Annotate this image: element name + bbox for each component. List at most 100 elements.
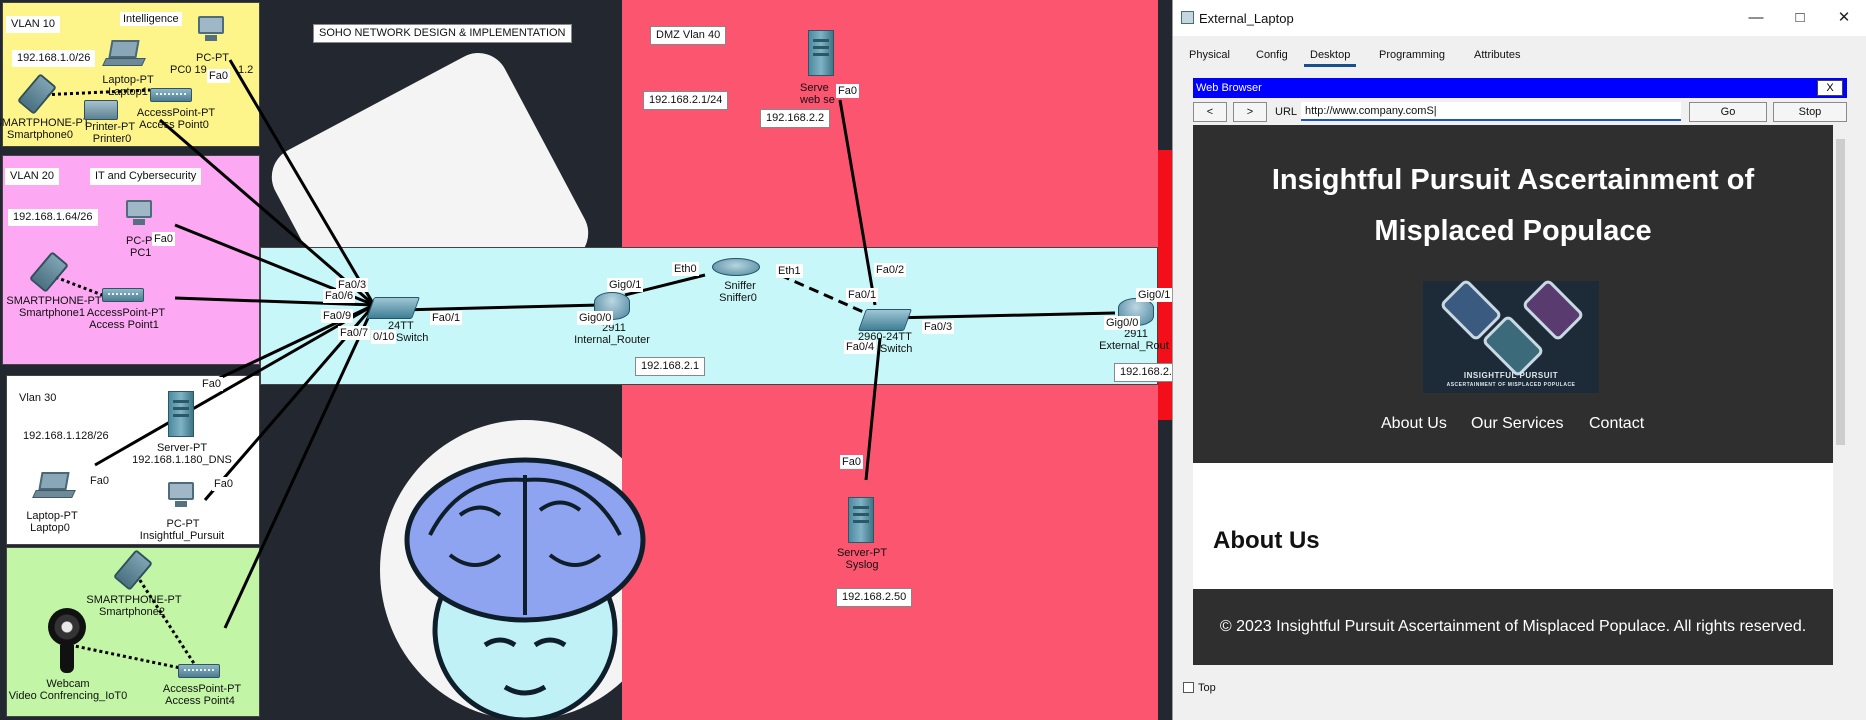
pc-pt-top-label: PC-PT: [196, 52, 229, 64]
scrollbar-thumb[interactable]: [1836, 139, 1845, 445]
right-switch-name: Switch: [880, 343, 913, 355]
server-dns-port: Fa0: [200, 377, 223, 391]
laptop0-port: Fa0: [88, 474, 111, 488]
web-browser-title: Web Browser: [1196, 82, 1262, 94]
top-checkbox-label: Top: [1198, 682, 1216, 694]
internal-router-name: Internal_Router: [574, 334, 650, 346]
page-heading-line2: Misplaced Populace: [1374, 215, 1652, 247]
right-switch-device[interactable]: [857, 309, 913, 331]
port-ext-gig0-1: Gig0/1: [1136, 288, 1173, 302]
laptop1-device[interactable]: [102, 40, 146, 68]
ap0-device[interactable]: [150, 88, 192, 102]
window-title: External_Laptop: [1199, 11, 1294, 26]
server-dns-name: 192.168.1.180_DNS: [132, 454, 232, 466]
company-logo: INSIGHTFUL PURSUIT ASCERTAINMENT OF MISP…: [1423, 278, 1599, 393]
syslog-port: Fa0: [840, 455, 863, 469]
port-fa0-7: Fa0/7: [338, 326, 371, 340]
pc1-device[interactable]: [124, 200, 154, 226]
dmz-label: DMZ Vlan 40: [650, 26, 727, 45]
brain-illustration: [404, 457, 646, 720]
vlan20-dept-label: IT and Cybersecurity: [90, 168, 202, 185]
printer0-device[interactable]: [84, 100, 118, 120]
smartphone0-name: Smartphone0: [6, 129, 74, 141]
port-gig0-1: Gig0/1: [607, 278, 644, 292]
go-button[interactable]: Go: [1689, 102, 1767, 122]
browser-close-button[interactable]: X: [1817, 80, 1843, 96]
left-switch-device[interactable]: [365, 297, 421, 319]
web-server-type: Serve: [800, 82, 829, 94]
pc-insightful-device[interactable]: [166, 482, 196, 508]
vlan10-dept-label: Intelligence: [120, 12, 182, 26]
web-server-port: Fa0: [836, 84, 859, 98]
web-browser-titlebar: Web Browser X: [1193, 78, 1847, 98]
web-server-device[interactable]: [808, 30, 834, 76]
tab-programming[interactable]: Programming: [1379, 49, 1446, 61]
pc0-label: PC0 19: [170, 64, 207, 76]
internal-router-ip: 192.168.2.1: [635, 357, 706, 376]
webcam-device[interactable]: [48, 608, 86, 646]
external-router-name: External_Rout: [1099, 340, 1169, 352]
diagram-title: SOHO NETWORK DESIGN & IMPLEMENTATION: [313, 24, 572, 43]
printer0-type: Printer-PT: [84, 121, 136, 133]
laptop1-name: Laptop1: [108, 86, 148, 98]
port-ext-gig0-0: Gig0/0: [1104, 316, 1141, 330]
browser-viewport[interactable]: Insightful Pursuit Ascertainment of Misp…: [1193, 125, 1833, 665]
tab-attributes[interactable]: Attributes: [1474, 49, 1521, 61]
webcam-type: Webcam: [46, 678, 90, 690]
sniffer-device[interactable]: [712, 258, 760, 276]
laptop0-device[interactable]: [32, 472, 76, 500]
nav-contact[interactable]: Contact: [1589, 415, 1645, 432]
port-fa0-10: 0/10: [371, 330, 397, 344]
syslog-server-device[interactable]: [848, 497, 874, 543]
tab-config[interactable]: Config: [1256, 49, 1288, 61]
laptop1-type: Laptop-PT: [102, 74, 154, 86]
page-heading-line1: Insightful Pursuit Ascertainment of: [1271, 164, 1755, 196]
nav-about-us[interactable]: About Us: [1381, 415, 1447, 432]
web-server-ip: 192.168.2.2: [760, 109, 831, 128]
sniffer-name: Sniffer0: [719, 292, 757, 304]
browser-scrollbar[interactable]: [1833, 125, 1847, 665]
port-eth1: Eth1: [776, 264, 803, 278]
url-input[interactable]: http://www.company.comS|: [1301, 102, 1681, 121]
smartphone1-type: SMARTPHONE-PT: [6, 295, 102, 307]
ap1-device[interactable]: [102, 288, 144, 302]
forward-button[interactable]: >: [1233, 102, 1267, 122]
server-dns-device[interactable]: [168, 391, 194, 437]
port-left-switch-fa0-1: Fa0/1: [430, 311, 463, 325]
url-label: URL: [1275, 106, 1298, 118]
internal-router-model: 2911: [602, 322, 626, 334]
nav-our-services[interactable]: Our Services: [1471, 415, 1564, 432]
page-heading: Insightful Pursuit Ascertainment of Misp…: [1193, 155, 1833, 257]
port-eth0: Eth0: [672, 262, 699, 276]
left-switch-name: Switch: [396, 332, 429, 344]
vlan20-label: VLAN 20: [5, 168, 60, 185]
pc-insightful-port: Fa0: [212, 477, 235, 491]
external-router-model: 2911: [1124, 328, 1148, 340]
window-titlebar[interactable]: External_Laptop — □ ✕: [1173, 0, 1866, 36]
back-button[interactable]: <: [1193, 102, 1227, 122]
port-fa0-3-right: Fa0/3: [922, 320, 955, 334]
port-gig0-0: Gig0/0: [577, 311, 614, 325]
pc-pt-top-device[interactable]: [196, 16, 226, 42]
tab-desktop[interactable]: Desktop: [1304, 46, 1357, 67]
pc0-ip-tail: 1.2: [238, 64, 254, 76]
left-switch-model: 24TT: [388, 320, 414, 332]
ap4-device[interactable]: [178, 664, 220, 678]
ap1-type: AccessPoint-PT: [86, 307, 166, 319]
logo-text: INSIGHTFUL PURSUIT: [1463, 371, 1559, 380]
tab-physical[interactable]: Physical: [1189, 49, 1230, 61]
top-checkbox[interactable]: [1183, 682, 1194, 693]
minimize-icon[interactable]: —: [1748, 9, 1764, 26]
close-icon[interactable]: ✕: [1837, 9, 1851, 26]
dmz-edge-red: [1158, 150, 1172, 420]
maximize-icon[interactable]: □: [1795, 9, 1805, 26]
syslog-type: Server-PT: [836, 547, 888, 559]
pc-insightful-type: PC-PT: [166, 518, 200, 530]
external-laptop-window: External_Laptop — □ ✕ Physical Config De…: [1172, 0, 1866, 720]
server-dns-type: Server-PT: [156, 442, 208, 454]
smartphone2-name: Smartphone2: [98, 606, 166, 618]
stop-button[interactable]: Stop: [1773, 102, 1847, 122]
port-fa0-6: Fa0/6: [323, 289, 356, 303]
ap1-name: Access Point1: [89, 319, 159, 331]
